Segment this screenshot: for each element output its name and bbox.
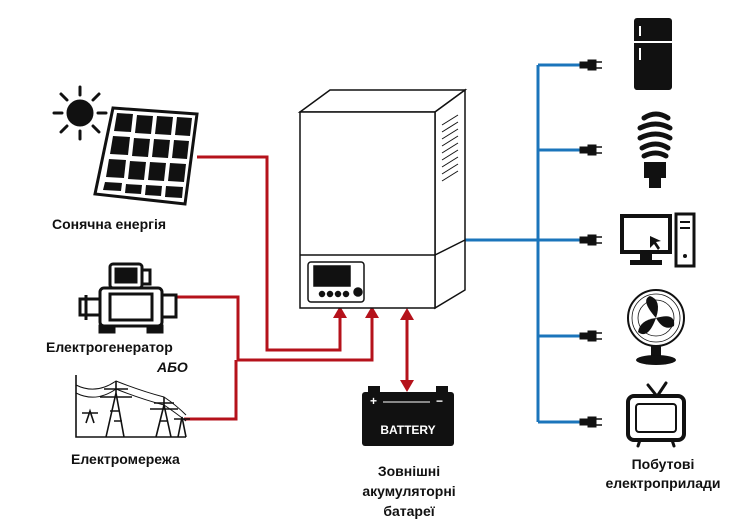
fridge-icon [634,18,672,90]
plug-icon [579,144,602,156]
output-lines [463,63,580,424]
grid-line [184,360,238,421]
plug-icon [579,416,602,428]
battery-caption-line-2: акумуляторні [362,483,456,499]
plug-icon [579,330,602,342]
solar-label: Сонячна енергія [52,216,167,232]
appliances-caption: Побутові електроприлади [602,455,724,493]
svg-text:−: − [436,394,443,408]
battery-label: BATTERY [380,423,435,437]
solar-panel-icon [93,106,199,206]
sun-icon [52,85,108,141]
plugs [579,59,602,428]
battery-caption: Зовнішні акумуляторні батареї [350,461,468,521]
plug-icon [579,234,602,246]
battery-icon: + − BATTERY [362,386,454,446]
plug-icon [579,59,602,71]
generator-icon [78,262,178,334]
grid-label: Електромережа [71,451,180,467]
appliances-caption-line-1: Побутові [631,456,695,472]
generator-arrow [365,306,379,318]
solar-line [197,155,342,352]
or-label: АБО [157,359,188,375]
computer-icon [620,212,696,268]
power-grid-icon [75,375,190,438]
generator-line [176,295,374,362]
generator-label: Електрогенератор [46,339,173,355]
inverter-icon [297,88,468,310]
battery-arrow [400,308,414,392]
fan-icon [627,289,685,365]
battery-caption-line-1: Зовнішні [377,463,441,479]
battery-caption-line-3: батареї [383,503,435,519]
svg-text:+: + [370,394,377,408]
solar-arrow [333,306,347,318]
bulb-icon [637,111,673,188]
input-lines [176,155,374,421]
input-arrows [333,306,379,318]
appliances-caption-line-2: електроприлади [605,475,721,491]
tv-icon [626,381,686,448]
